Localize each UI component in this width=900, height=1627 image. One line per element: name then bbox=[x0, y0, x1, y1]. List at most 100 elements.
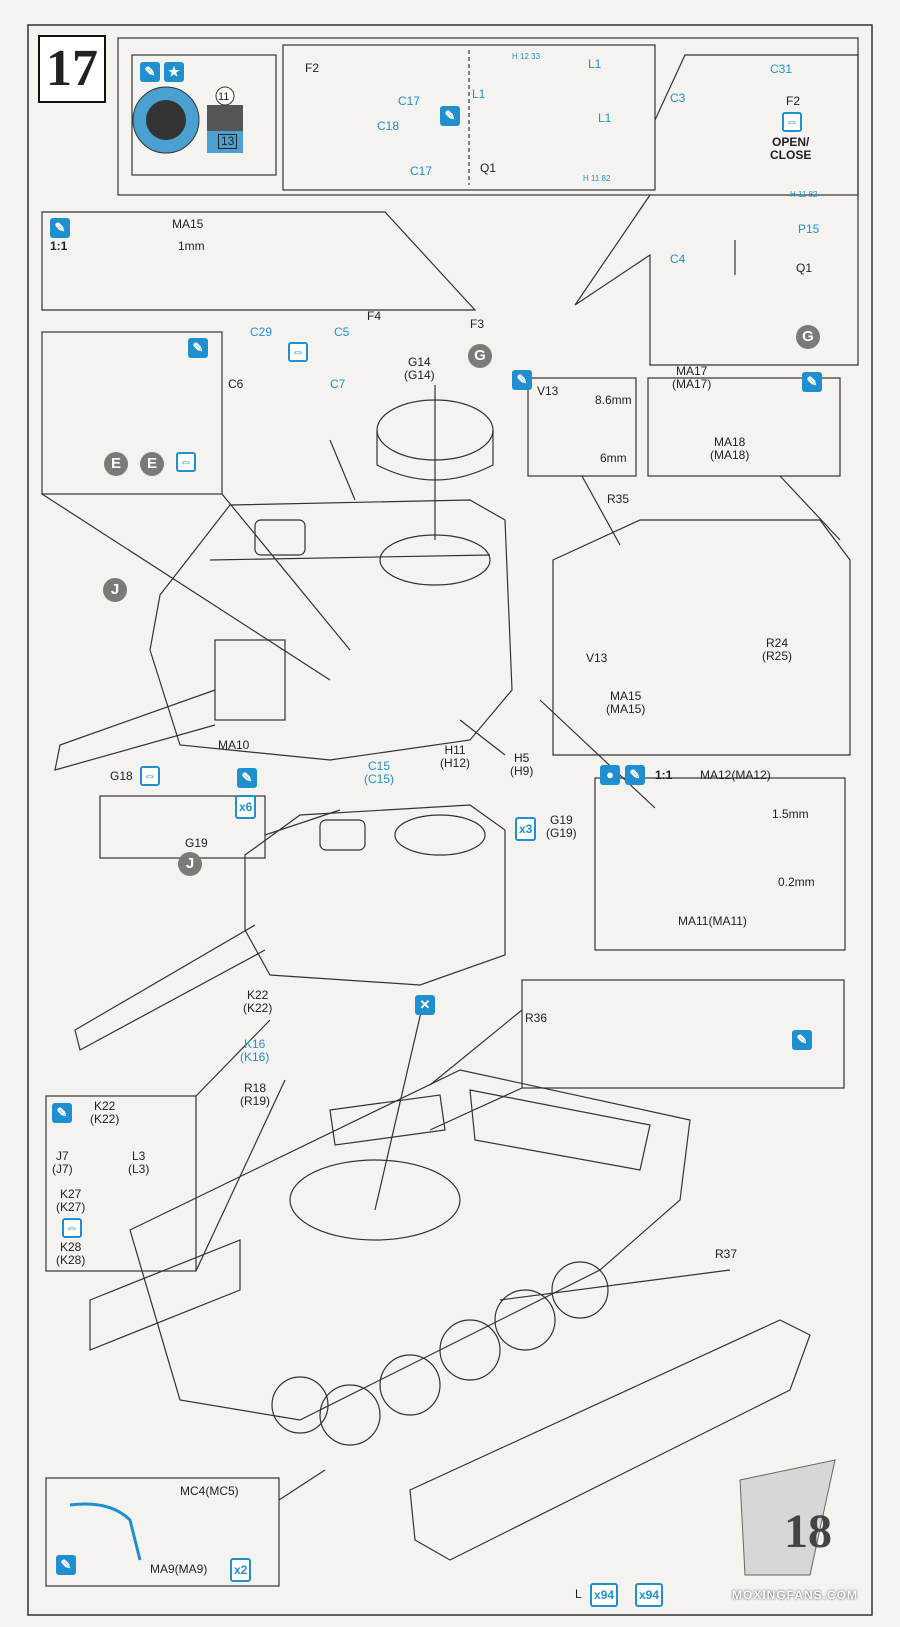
left-parts-box bbox=[45, 1095, 197, 1272]
cupola-detail-box bbox=[574, 54, 859, 366]
badge-e-2: E bbox=[140, 452, 164, 476]
qty-x2: x2 bbox=[230, 1558, 252, 1582]
label-c5: C5 bbox=[334, 325, 350, 339]
glue-icon: ✎ bbox=[512, 370, 532, 390]
turret-lower bbox=[244, 804, 506, 986]
qty-x6: x6 bbox=[235, 795, 257, 819]
ref-h11-82-detail: H 11 82 bbox=[790, 190, 818, 199]
label-c15: C15 (C15) bbox=[364, 759, 395, 786]
label-k28: K28 (K28) bbox=[56, 1240, 86, 1267]
movable-icon: ⇔ bbox=[176, 452, 196, 472]
label-r35: R35 bbox=[607, 492, 630, 506]
label-ma9: MA9(MA9) bbox=[150, 1562, 208, 1576]
scale-box-2 bbox=[594, 777, 846, 951]
glue-icon: ✎ bbox=[237, 768, 257, 788]
label-k22-left: K22 (K22) bbox=[90, 1099, 120, 1126]
label-c29: C29 bbox=[250, 325, 273, 339]
label-j7: J7 (J7) bbox=[52, 1149, 73, 1176]
label-r37: R37 bbox=[715, 1247, 738, 1261]
star-icon: ★ bbox=[164, 62, 184, 82]
ref-h12-33: H 12 33 bbox=[512, 52, 541, 61]
paint-icon: ● bbox=[600, 765, 620, 785]
label-mc4: MC4(MC5) bbox=[180, 1484, 239, 1498]
label-k27: K27 (K27) bbox=[56, 1187, 86, 1214]
label-h11: H11 (H12) bbox=[440, 743, 471, 770]
glue-icon: ✎ bbox=[440, 106, 460, 126]
glue-icon: ✎ bbox=[50, 218, 70, 238]
label-g19-turret: G19 (G19) bbox=[546, 813, 577, 840]
glue-icon: ✎ bbox=[52, 1103, 72, 1123]
paint-number: 13 bbox=[218, 134, 238, 149]
label-v13-box: V13 bbox=[537, 384, 559, 398]
page-number: 18 bbox=[784, 1505, 832, 1558]
label-k22-hull: K22 (K22) bbox=[243, 988, 273, 1015]
label-c3: C3 bbox=[670, 91, 686, 105]
label-ma15-skirt: MA15 (MA15) bbox=[606, 689, 646, 716]
label-l3: L3 (L3) bbox=[128, 1149, 150, 1176]
right-track bbox=[409, 1319, 811, 1561]
open-close-label: OPEN/ CLOSE bbox=[770, 135, 812, 162]
label-v13: V13 bbox=[586, 651, 608, 665]
label-ma17: MA17 (MA17) bbox=[672, 364, 712, 391]
gun-barrel-lower bbox=[74, 924, 266, 1051]
movable-icon: ⇔ bbox=[62, 1218, 82, 1238]
ref-h11-82: H 11 82 bbox=[583, 174, 611, 183]
dim-6mm: 6mm bbox=[600, 451, 627, 465]
glue-icon: ✎ bbox=[802, 372, 822, 392]
choose-icon: ✕ bbox=[415, 995, 435, 1015]
label-ma12: MA12(MA12) bbox=[700, 768, 771, 782]
gun-barrel-upper bbox=[54, 689, 216, 771]
label-f4: F4 bbox=[367, 309, 382, 323]
label-c6: C6 bbox=[228, 377, 244, 391]
label-c18: C18 bbox=[377, 119, 400, 133]
hull-turret-ring bbox=[289, 1159, 461, 1241]
label-r36: R36 bbox=[525, 1011, 548, 1025]
label-f3: F3 bbox=[470, 317, 485, 331]
scale-1-1: 1:1 bbox=[50, 239, 68, 253]
label-l1-a: L1 bbox=[588, 57, 602, 71]
qty-x3: x3 bbox=[515, 817, 537, 841]
label-q1: Q1 bbox=[480, 161, 497, 175]
movable-icon: ⇔ bbox=[782, 112, 802, 132]
glue-icon: ✎ bbox=[792, 1030, 812, 1050]
hull bbox=[129, 1069, 691, 1421]
step-number: 17 bbox=[38, 35, 106, 103]
label-c4: C4 bbox=[670, 252, 686, 266]
movable-icon: ⇔ bbox=[140, 766, 160, 786]
label-c17-a: C17 bbox=[398, 94, 421, 108]
movable-icon: ⇔ bbox=[288, 342, 308, 362]
label-r24: R24 (R25) bbox=[762, 636, 793, 663]
label-f2: F2 bbox=[305, 61, 320, 75]
page-frame bbox=[27, 24, 873, 1616]
watermark: MOXINGFANS.COM bbox=[731, 1588, 858, 1602]
glue-icon: ✎ bbox=[625, 765, 645, 785]
label-ma11: MA11(MA11) bbox=[678, 914, 747, 928]
label-h5: H5 (H9) bbox=[510, 751, 534, 778]
color-chip-box bbox=[131, 54, 277, 176]
hatch-box bbox=[282, 44, 656, 191]
label-l1-b: L1 bbox=[472, 87, 486, 101]
badge-g: G bbox=[468, 344, 492, 368]
label-g14: G14 (G14) bbox=[404, 355, 435, 382]
road-wheels bbox=[271, 1261, 609, 1446]
dim-1mm: 1mm bbox=[178, 239, 205, 253]
glue-icon: ✎ bbox=[140, 62, 160, 82]
r36-box bbox=[521, 979, 845, 1089]
dim-8-6mm: 8.6mm bbox=[595, 393, 632, 407]
badge-g-detail: G bbox=[796, 325, 820, 349]
label-r18: R18 (R19) bbox=[240, 1081, 271, 1108]
label-l1-c: L1 bbox=[598, 111, 612, 125]
scale-box-1 bbox=[41, 211, 477, 311]
label-track-l: L bbox=[575, 1587, 582, 1601]
label-q1-detail: Q1 bbox=[796, 261, 813, 275]
mantlet bbox=[214, 639, 286, 721]
bottom-parts-box bbox=[45, 1477, 280, 1587]
ma17-box bbox=[647, 377, 841, 477]
label-p15: P15 bbox=[798, 222, 820, 236]
detail-e-box bbox=[41, 331, 223, 495]
glue-icon: ✎ bbox=[188, 338, 208, 358]
badge-j-upper: J bbox=[103, 578, 127, 602]
label-f2-detail: F2 bbox=[786, 94, 801, 108]
label-k16: K16 (K16) bbox=[240, 1037, 270, 1064]
